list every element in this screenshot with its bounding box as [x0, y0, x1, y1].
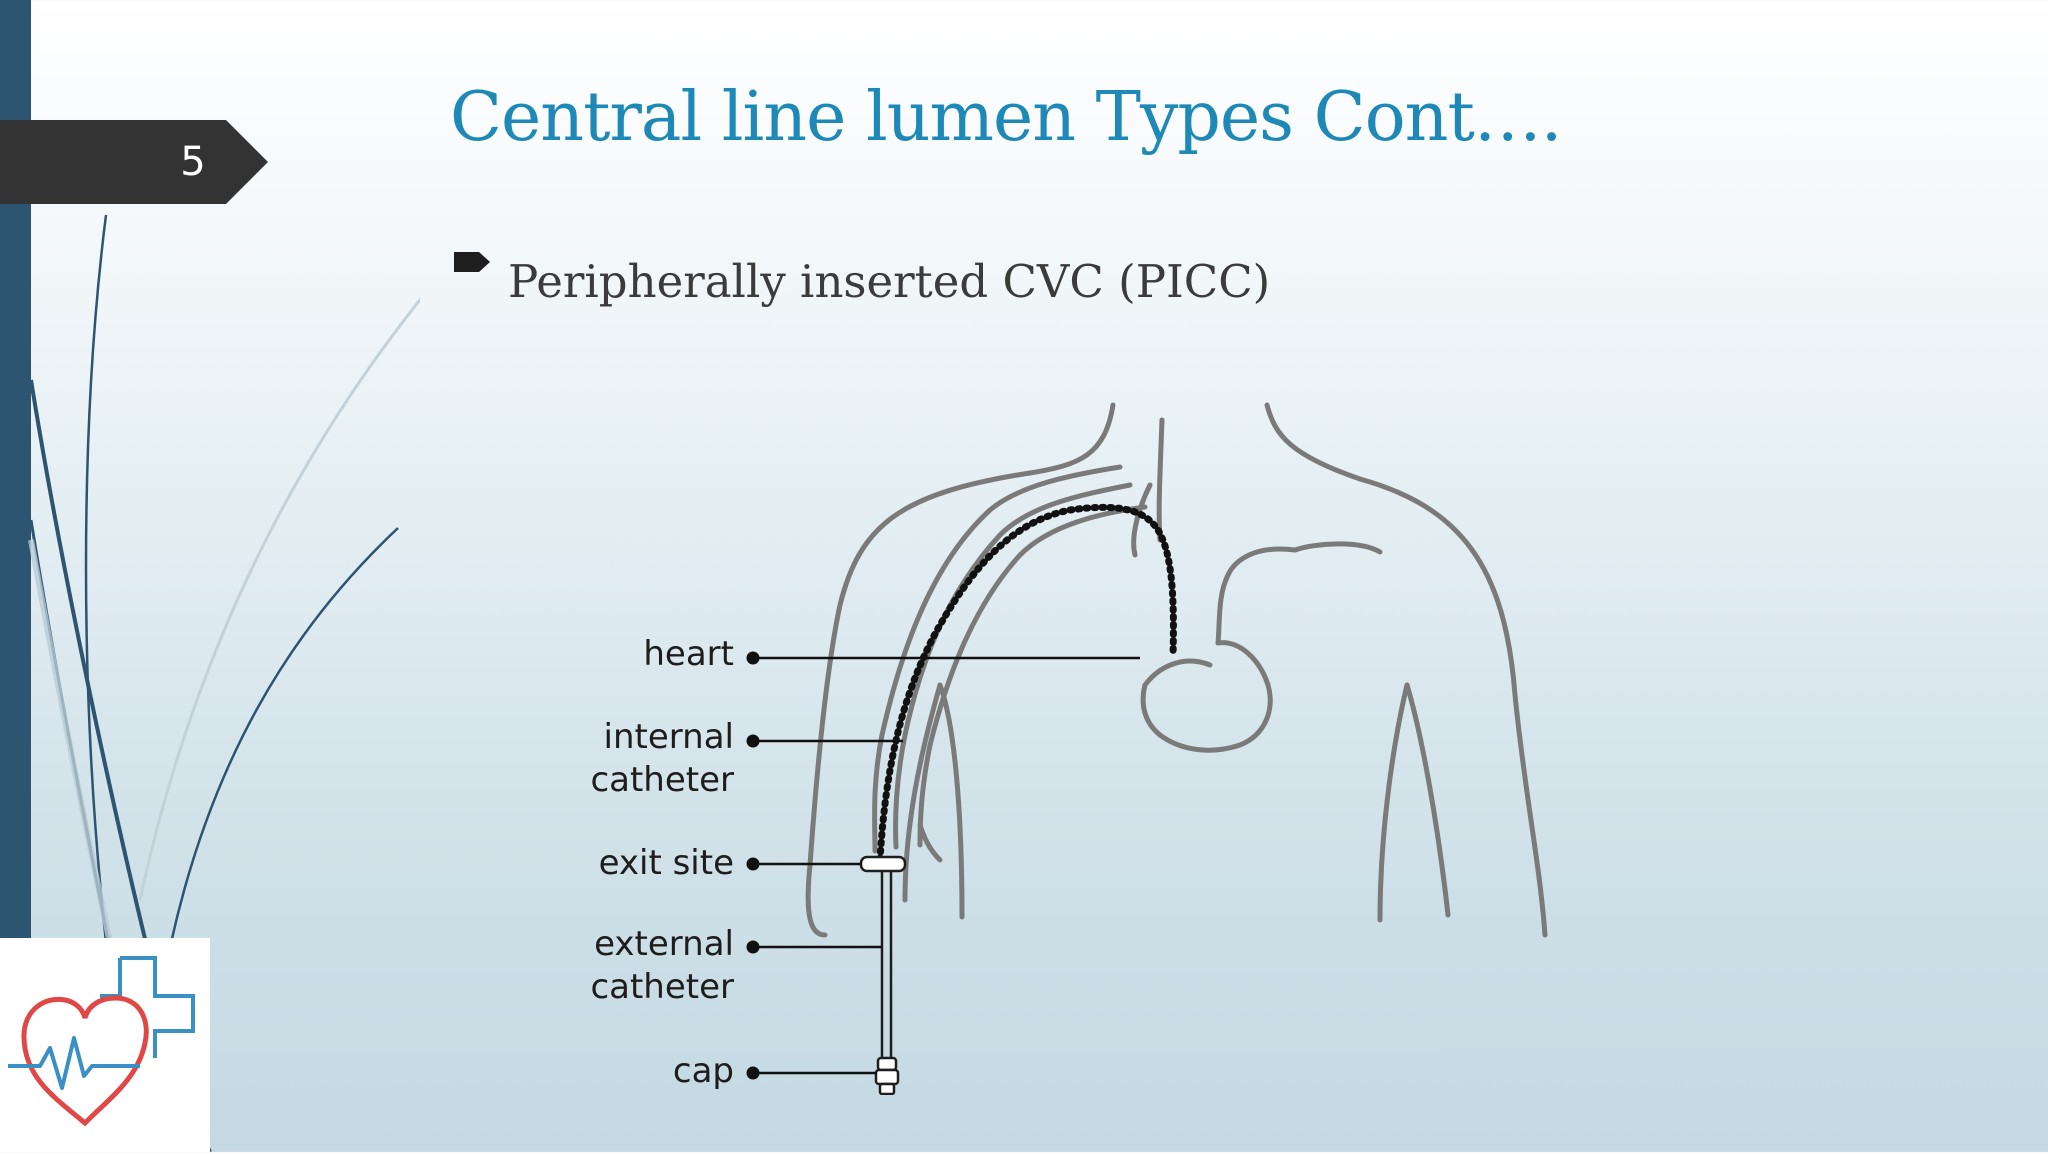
label-external-catheter: external catheter [560, 923, 734, 1009]
bullet-text: Peripherally inserted CVC (PICC) [508, 255, 1271, 308]
label-heart: heart [643, 634, 734, 674]
slide-number: 5 [180, 139, 206, 185]
internal-catheter-path [876, 503, 1177, 864]
cap-connector [874, 1056, 900, 1095]
slide-number-tab [0, 120, 268, 204]
label-cap: cap [672, 1051, 734, 1091]
label-external-line2: catheter [590, 967, 734, 1007]
slide-title: Central line lumen Types Cont…. [450, 78, 1562, 157]
label-internal-catheter: internal catheter [560, 716, 734, 802]
picc-diagram [746, 402, 1548, 1095]
label-internal-line1: internal [603, 717, 734, 757]
heart-cross-logo-icon [8, 956, 195, 1127]
leader-lines [755, 656, 1140, 1075]
label-exit-site: exit site [598, 843, 734, 883]
label-external-line1: external [594, 924, 734, 964]
external-catheter [880, 870, 893, 1065]
body-outline [805, 402, 1548, 938]
leader-dots [746, 651, 760, 1080]
arrow-bullet-icon [454, 252, 490, 272]
logo-panel [0, 938, 210, 1152]
label-internal-line2: catheter [590, 760, 734, 800]
exit-site-clamp [859, 855, 907, 873]
